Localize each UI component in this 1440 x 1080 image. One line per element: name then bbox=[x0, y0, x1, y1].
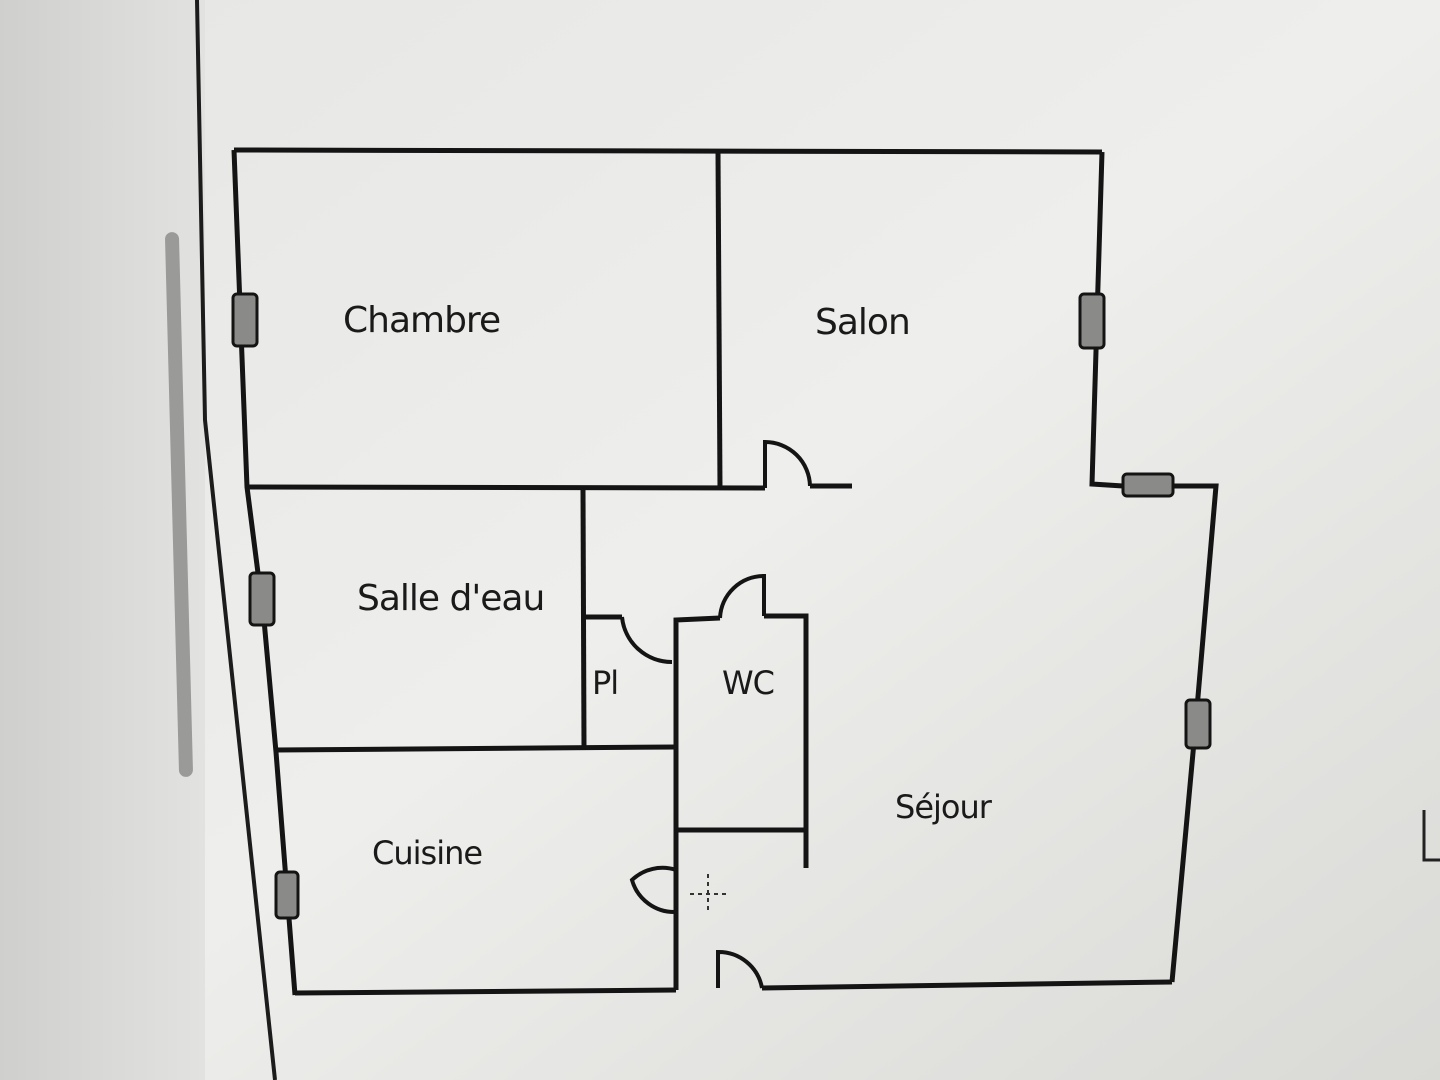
window-sejour-right bbox=[1184, 698, 1212, 750]
door-placard bbox=[620, 616, 673, 665]
page-border-line bbox=[195, 0, 277, 1080]
door-cuisine bbox=[629, 865, 677, 915]
room-label-salle-deau: Salle d'eau bbox=[357, 578, 544, 619]
wall-bottom-left bbox=[294, 987, 677, 996]
wall-salle-deau-bottom bbox=[275, 744, 677, 753]
room-label-chambre: Chambre bbox=[343, 300, 500, 341]
room-label-cuisine: Cuisine bbox=[372, 834, 482, 872]
room-label-placard: Pl bbox=[592, 664, 618, 702]
windows bbox=[231, 292, 1212, 920]
room-label-sejour: Séjour bbox=[895, 788, 993, 826]
wall-wc-left bbox=[673, 615, 721, 990]
doors bbox=[620, 439, 812, 989]
right-edge-frame bbox=[1422, 810, 1440, 862]
wall-salon-right bbox=[1089, 151, 1124, 489]
wall-top bbox=[233, 147, 1103, 155]
walls bbox=[231, 147, 1219, 996]
window-salon bbox=[1078, 292, 1106, 350]
door-wc bbox=[718, 573, 766, 619]
wall-wc-right bbox=[764, 613, 809, 868]
wall-chambre-salon bbox=[715, 151, 723, 489]
wall-chambre-bottom bbox=[246, 484, 766, 491]
window-chambre bbox=[231, 292, 259, 348]
entrance-marker bbox=[690, 874, 728, 912]
door-salon bbox=[763, 439, 812, 488]
scrollbar-thumb[interactable] bbox=[165, 232, 193, 777]
wall-salle-deau-right bbox=[580, 489, 587, 747]
window-sejour-top bbox=[1121, 472, 1175, 498]
wall-right-step bbox=[1169, 483, 1219, 983]
room-label-salon: Salon bbox=[815, 302, 910, 343]
left-margin-area bbox=[0, 0, 205, 1080]
door-entry bbox=[716, 949, 764, 989]
window-salle-deau bbox=[248, 571, 276, 627]
room-label-wc: WC bbox=[722, 664, 774, 702]
wall-bottom-right bbox=[761, 979, 1173, 991]
window-cuisine bbox=[274, 870, 300, 920]
